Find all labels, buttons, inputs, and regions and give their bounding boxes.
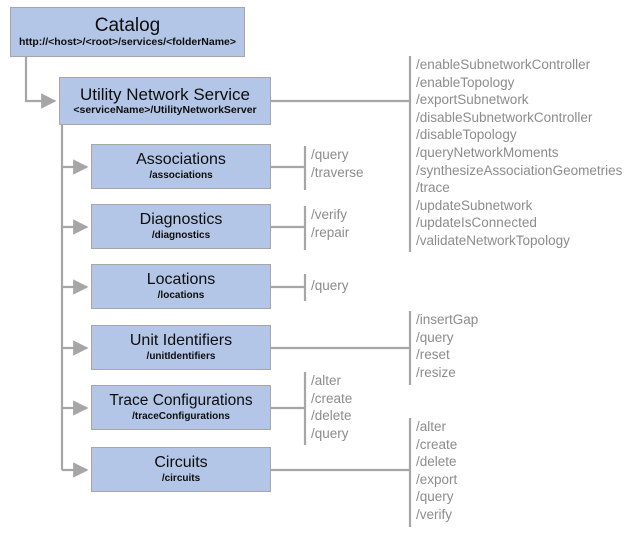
node-utility-network-service-path: <serviceName>/UtilityNetworkServer — [73, 103, 257, 116]
operation-item: /verify — [311, 207, 348, 222]
operations-unit-identifiers: /insertGap/query/reset/resize — [416, 311, 478, 381]
operation-item: /trace — [416, 180, 450, 196]
node-circuits[interactable]: Circuits /circuits — [91, 447, 271, 492]
operation-item: /export — [416, 471, 458, 487]
operation-item: /reset — [416, 347, 450, 363]
operation-item: /repair — [311, 224, 350, 240]
operation-item: /exportSubnetwork — [416, 92, 529, 108]
node-diagnostics[interactable]: Diagnostics /diagnostics — [91, 204, 271, 249]
operation-item: /delete — [416, 454, 457, 470]
node-circuits-title: Circuits — [154, 454, 208, 472]
operation-item: /queryNetworkMoments — [416, 144, 559, 160]
node-diagnostics-path: /diagnostics — [151, 229, 211, 241]
operation-item: /query — [311, 278, 349, 293]
operation-item: /traverse — [311, 164, 364, 180]
node-catalog-path: http://<host>/<root>/services/<folderNam… — [18, 35, 237, 48]
node-unit-identifiers-path: /unitIdentifiers — [146, 350, 216, 362]
operation-item: /query — [311, 425, 349, 441]
node-trace-configurations-title: Trace Configurations — [109, 392, 253, 410]
operation-item: /disableTopology — [416, 127, 517, 143]
operation-item: /delete — [311, 408, 352, 424]
operations-trace-configurations: /alter/create/delete/query — [311, 372, 352, 442]
operation-item: /create — [416, 436, 458, 452]
node-unit-identifiers[interactable]: Unit Identifiers /unitIdentifiers — [91, 325, 271, 370]
node-associations-path: /associations — [149, 169, 213, 181]
operation-item: /query — [416, 489, 454, 505]
node-trace-configurations[interactable]: Trace Configurations /traceConfiguration… — [91, 385, 271, 430]
operations-diagnostics: /verify/repair — [311, 206, 349, 241]
node-unit-identifiers-title: Unit Identifiers — [129, 332, 233, 350]
operation-item: /disableSubnetworkController — [416, 109, 593, 125]
operation-item: /query — [416, 329, 454, 345]
node-utility-network-service[interactable]: Utility Network Service <serviceName>/Ut… — [59, 77, 271, 125]
operations-associations: /query/traverse — [311, 146, 364, 181]
operation-item: /resize — [416, 364, 456, 380]
operations-utility-network-service: /enableSubnetworkController/enableTopolo… — [416, 56, 622, 250]
node-catalog[interactable]: Catalog http://<host>/<root>/services/<f… — [10, 7, 245, 57]
node-locations-title: Locations — [146, 271, 216, 289]
node-locations[interactable]: Locations /locations — [91, 264, 271, 309]
operation-item: /alter — [311, 373, 342, 388]
node-catalog-title: Catalog — [94, 14, 161, 36]
operation-item: /query — [311, 147, 349, 162]
operation-item: /insertGap — [416, 312, 479, 327]
operation-item: /validateNetworkTopology — [416, 232, 570, 248]
operation-item: /create — [311, 390, 353, 406]
node-diagnostics-title: Diagnostics — [139, 211, 223, 229]
node-associations[interactable]: Associations /associations — [91, 144, 271, 189]
operations-circuits: /alter/create/delete/export/query/verify — [416, 418, 457, 524]
node-associations-title: Associations — [136, 151, 226, 169]
operations-locations: /query — [311, 277, 349, 295]
operation-item: /enableSubnetworkController — [416, 57, 591, 72]
node-utility-network-service-title: Utility Network Service — [79, 84, 251, 104]
operation-item: /synthesizeAssociationGeometries — [416, 162, 623, 178]
operation-item: /enableTopology — [416, 74, 515, 90]
operation-item: /alter — [416, 419, 447, 434]
node-circuits-path: /circuits — [161, 472, 201, 484]
operation-item: /verify — [416, 506, 453, 522]
operation-item: /updateSubnetwork — [416, 197, 533, 213]
operation-item: /updateIsConnected — [416, 215, 537, 231]
node-trace-configurations-path: /traceConfigurations — [132, 410, 230, 422]
node-locations-path: /locations — [157, 289, 205, 301]
